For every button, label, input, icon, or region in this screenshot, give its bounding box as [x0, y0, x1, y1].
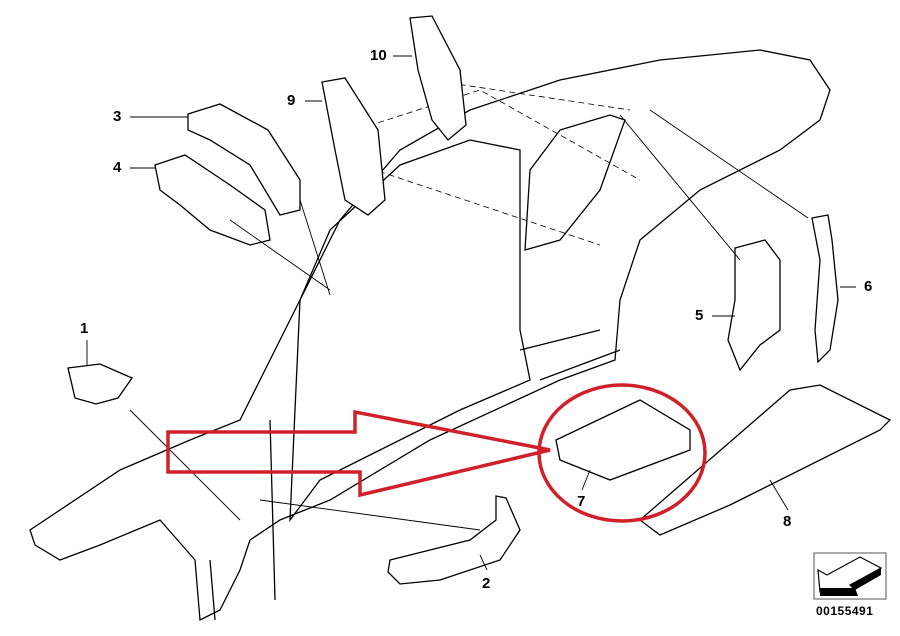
part-label-6: 6	[864, 278, 873, 295]
part-2-shape	[387, 495, 521, 585]
part-label-9: 9	[287, 92, 296, 109]
part-label-10: 10	[370, 47, 387, 64]
side-frame	[29, 49, 831, 622]
part-label-2: 2	[482, 575, 491, 592]
part-6-shape	[811, 214, 839, 364]
document-number: 00155491	[816, 604, 874, 618]
part-9-shape	[321, 77, 386, 216]
part-label-1: 1	[80, 320, 89, 337]
part-5-shape	[727, 239, 781, 372]
part-label-7: 7	[577, 493, 586, 510]
part-8-shape	[638, 384, 892, 536]
direction-arrow-icon	[813, 552, 887, 600]
highlight-arrow	[166, 409, 551, 498]
highlight-circle	[537, 383, 707, 523]
part-label-8: 8	[783, 513, 792, 530]
part-3-shape	[187, 103, 301, 216]
part-label-5: 5	[695, 307, 704, 324]
part-10-shape	[409, 15, 467, 141]
part-4-shape	[154, 154, 271, 246]
part-1-shape	[67, 363, 133, 405]
part-label-3: 3	[113, 108, 122, 125]
part-label-4: 4	[113, 159, 122, 176]
part-7-shape	[555, 399, 691, 481]
